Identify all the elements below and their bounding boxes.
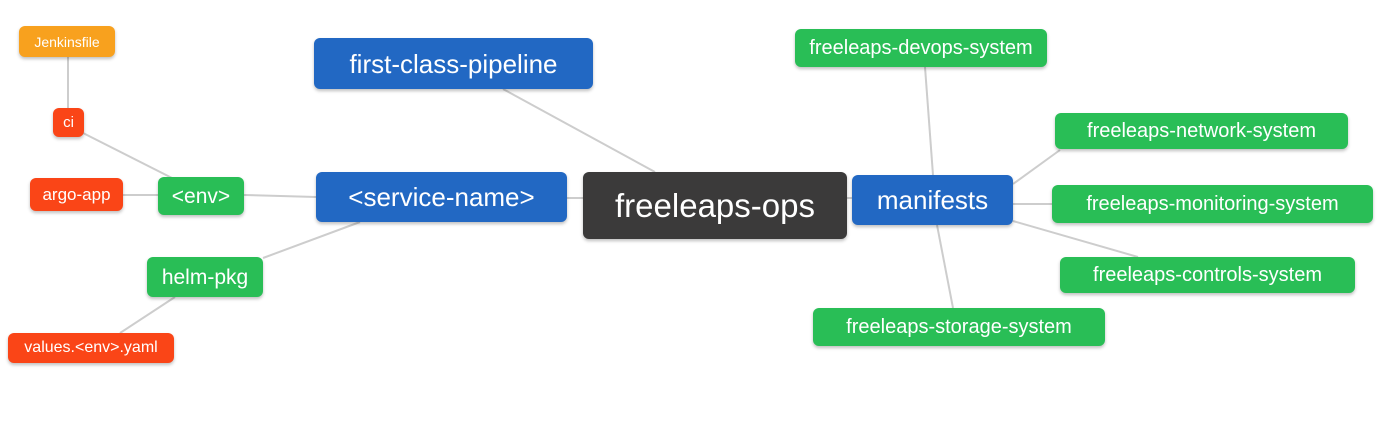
node-label: helm-pkg xyxy=(161,265,249,289)
mindmap-node-helm-pkg[interactable]: helm-pkg xyxy=(147,257,263,297)
edge-manifests-freeleaps-devops-system xyxy=(924,66,934,176)
node-label: ci xyxy=(63,114,74,131)
edge-env-service-name xyxy=(243,194,317,198)
mindmap-node-argo-app[interactable]: argo-app xyxy=(30,178,123,211)
edge-ci-env xyxy=(82,132,173,179)
mindmap-node-service-name[interactable]: <service-name> xyxy=(316,172,567,222)
mindmap-node-manifests[interactable]: manifests xyxy=(852,175,1013,225)
edge-helm-pkg-service-name xyxy=(262,221,361,259)
mindmap-node-values-env-yaml[interactable]: values.<env>.yaml xyxy=(8,333,174,363)
node-label: freeleaps-devops-system xyxy=(809,37,1033,59)
node-label: values.<env>.yaml xyxy=(24,339,158,356)
node-label: manifests xyxy=(876,185,989,215)
node-label: <env> xyxy=(171,184,231,208)
mindmap-node-freeleaps-monitoring-system[interactable]: freeleaps-monitoring-system xyxy=(1052,185,1373,223)
mindmap-node-jenkinsfile[interactable]: Jenkinsfile xyxy=(19,26,115,57)
node-label: freeleaps-ops xyxy=(615,187,815,224)
mindmap-node-first-class-pipeline[interactable]: first-class-pipeline xyxy=(314,38,593,89)
node-label: freeleaps-controls-system xyxy=(1093,264,1322,286)
edge-manifests-freeleaps-network-system xyxy=(1012,149,1061,185)
edge-manifests-freeleaps-storage-system xyxy=(936,224,954,309)
mindmap-node-freeleaps-devops-system[interactable]: freeleaps-devops-system xyxy=(795,29,1047,67)
node-label: freeleaps-network-system xyxy=(1087,120,1316,142)
node-label: argo-app xyxy=(42,185,111,204)
node-label: freeleaps-storage-system xyxy=(846,316,1072,338)
node-label: first-class-pipeline xyxy=(349,48,558,79)
mindmap-node-freeleaps-controls-system[interactable]: freeleaps-controls-system xyxy=(1060,257,1355,293)
node-label: freeleaps-monitoring-system xyxy=(1086,193,1339,215)
edge-manifests-freeleaps-controls-system xyxy=(1012,220,1139,258)
mindmap-node-freeleaps-ops[interactable]: freeleaps-ops xyxy=(583,172,847,239)
node-label: Jenkinsfile xyxy=(34,33,100,50)
mindmap-node-freeleaps-network-system[interactable]: freeleaps-network-system xyxy=(1055,113,1348,149)
edge-first-class-pipeline-freeleaps-ops xyxy=(502,88,656,173)
mindmap-node-freeleaps-storage-system[interactable]: freeleaps-storage-system xyxy=(813,308,1105,346)
mindmap-node-env[interactable]: <env> xyxy=(158,177,244,215)
node-label: <service-name> xyxy=(348,182,535,212)
edge-values-env-yaml-helm-pkg xyxy=(119,296,176,334)
mindmap-node-ci[interactable]: ci xyxy=(53,108,84,137)
